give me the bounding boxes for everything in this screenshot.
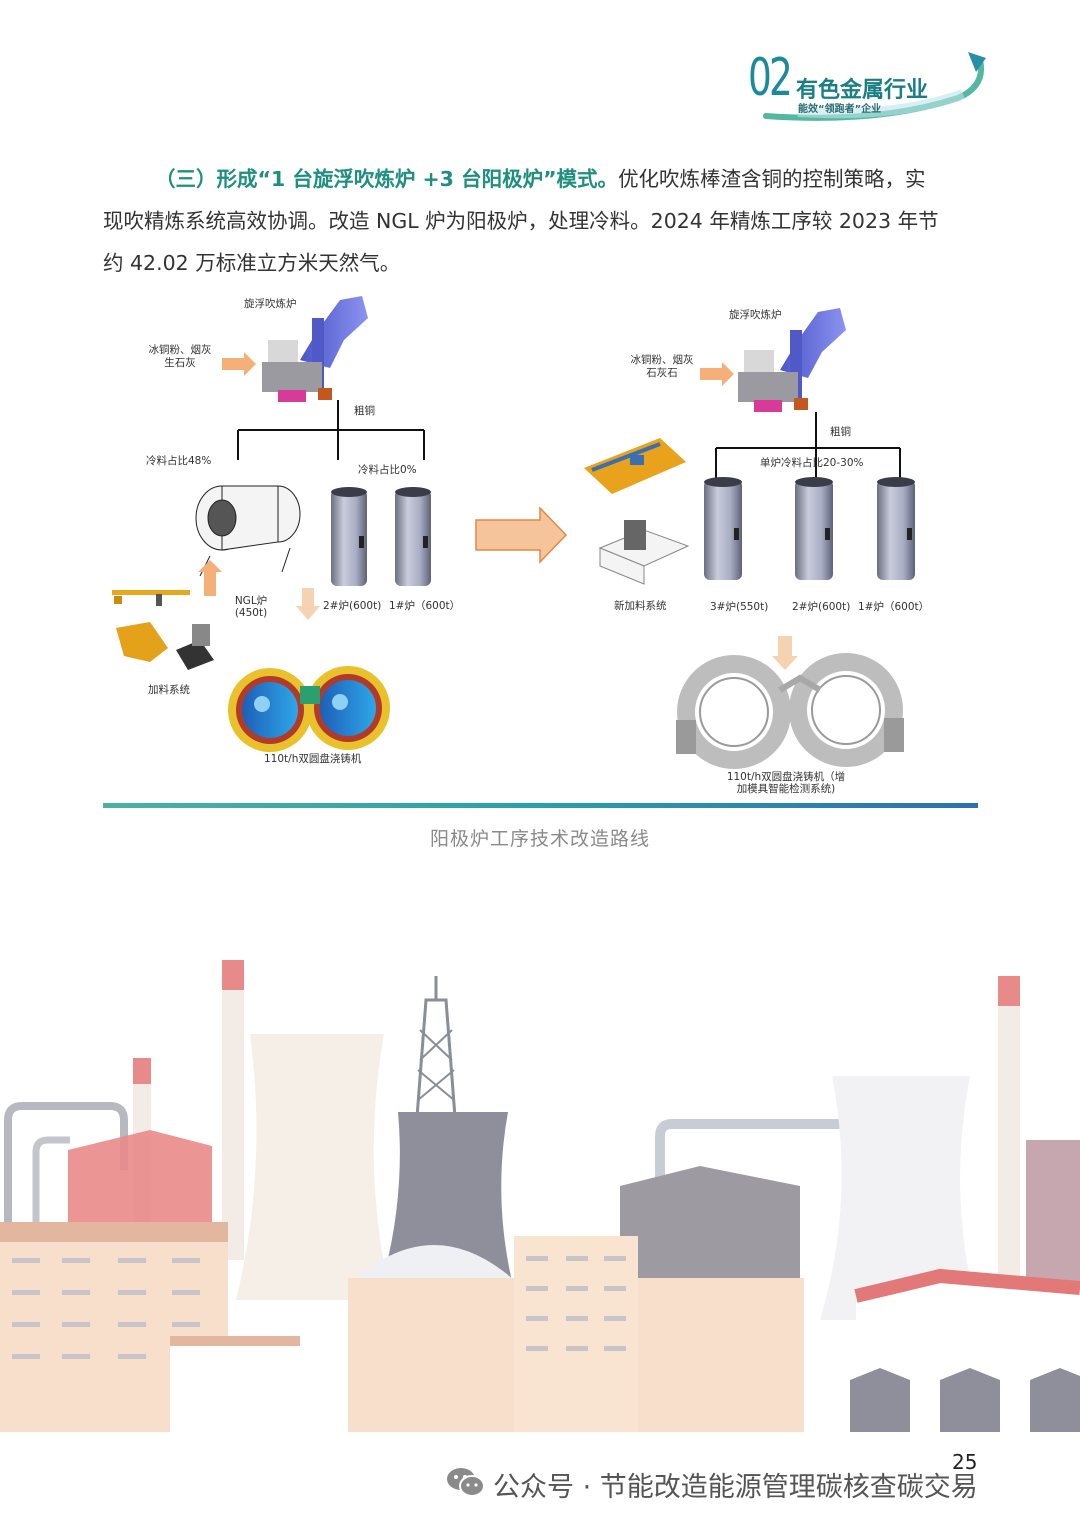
right-new-charging-system [584,438,690,585]
right-feed-arrow-icon [700,362,734,386]
right-furnace-3-label: 3#炉(550t) [710,601,769,613]
body-paragraph: （三）形成“1 台旋浮吹炼炉 +3 台阳极炉”模式。优化吹炼棒渣含铜的控制策略，… [103,158,979,284]
transition-arrow-icon [475,506,568,564]
right-twin-disc-caster [676,653,904,769]
right-down-arrow-icon [772,636,798,670]
caption-divider [103,803,978,808]
industrial-skyline-illustration [0,960,1080,1432]
ngl-label-1: NGL炉 [234,595,268,607]
paragraph-line-1: （三）形成“1 台旋浮吹炼炉 +3 台阳极炉”模式。优化吹炼棒渣含铜的控制策略，… [155,167,926,191]
page-number: 25 [952,1450,978,1474]
left-feed-label-1: 冰铜粉、烟灰 [148,344,212,356]
left-blister-label: 粗铜 [354,405,375,417]
left-tank-2 [331,487,367,586]
ngl-up-arrow-icon [198,560,222,596]
wechat-icon [447,1468,485,1497]
paragraph-line-3: 约 42.02 万标准立方米天然气。 [103,251,401,275]
left-charging-label: 加料系统 [148,684,190,696]
left-twin-disc-caster [228,666,390,752]
right-furnace-1-label: 1#炉（600t） [858,601,930,613]
left-tank-1 [395,487,431,586]
right-blister-label: 粗铜 [830,426,851,438]
left-cold-0-label: 冷料占比0% [358,464,417,476]
chapter-number: 02 [748,48,793,108]
left-distribution-lines [237,400,425,460]
left-down-arrow-icon [296,588,320,620]
left-feed-label-2: 生石灰 [164,357,196,369]
right-converter-furnace [738,308,846,412]
swoosh-arrow-icon [763,52,986,121]
paragraph-line-2: 现吹精炼系统高效协调。改造 NGL 炉为阳极炉，处理冷料。2024 年精炼工序较… [103,209,939,233]
right-cold-ratio-label: 单炉冷料占比20-30% [760,457,864,469]
figure-caption: 阳极炉工序技术改造路线 [429,828,650,850]
left-feed-arrow-icon [222,352,256,376]
left-charging-system [112,590,214,670]
left-furnace-1-label: 1#炉（600t） [389,600,461,612]
paragraph-heading: （三）形成“1 台旋浮吹炼炉 +3 台阳极炉”模式。 [155,167,619,191]
ngl-rotary-furnace [195,485,301,577]
watermark-text: 公众号 · 节能改造能源管理碳核查碳交易 [493,1472,978,1503]
right-converter-label: 旋浮吹炼炉 [729,309,782,321]
chapter-title: 有色金属行业 [796,78,929,103]
right-caster-label-2: 加模具智能检测系统) [736,783,836,795]
right-tank-3 [704,477,742,580]
right-charging-label: 新加料系统 [614,600,667,612]
ngl-label-2: (450t) [234,607,268,619]
left-converter-label: 旋浮吹炼炉 [244,298,297,310]
left-converter-furnace [262,296,368,402]
right-feed-label-2: 石灰石 [646,367,678,379]
right-feed-label-1: 冰铜粉、烟灰 [630,354,694,366]
chapter-subtitle: 能效“领跑者”企业 [798,104,882,115]
process-diagram [112,296,915,769]
chapter-badge: 02 有色金属行业 能效“领跑者”企业 [738,46,986,124]
right-distribution-lines [715,412,901,480]
right-caster-label-1: 110t/h双圆盘浇铸机（增 [726,771,846,783]
left-furnace-2-label: 2#炉(600t) [323,600,382,612]
right-tank-2 [795,477,833,580]
right-tank-1 [877,477,915,580]
left-caster-label: 110t/h双圆盘浇铸机 [264,753,362,765]
right-furnace-2-label: 2#炉(600t) [792,601,851,613]
left-cold-48-label: 冷料占比48% [146,455,212,467]
